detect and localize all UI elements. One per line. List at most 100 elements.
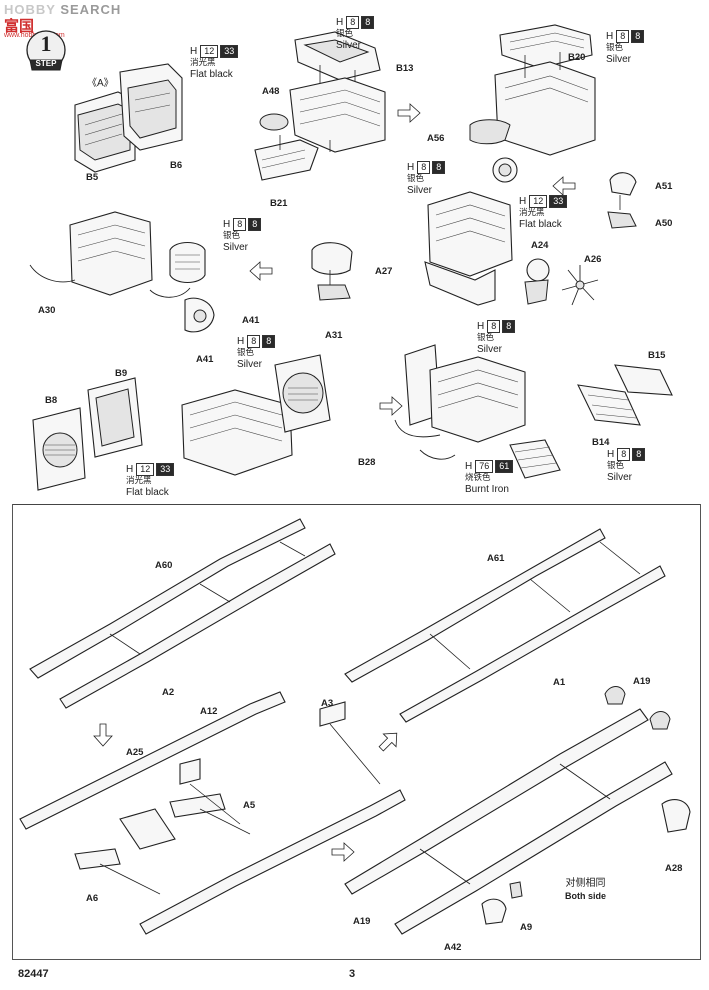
paint-code: 8: [247, 335, 261, 348]
paint-num: 8: [262, 335, 276, 348]
engine-assembly-illustrations: [29, 24, 673, 491]
part-label-a5: A5: [243, 800, 256, 811]
part-label-a12: A12: [200, 706, 218, 717]
paint-num: 33: [220, 45, 239, 58]
paint-en: Flat black: [190, 69, 233, 80]
bracket-a51-a50: [607, 172, 637, 229]
part-label-a48: A48: [262, 86, 280, 97]
chassis-assembled: [344, 686, 691, 935]
paint-code: 8: [417, 161, 431, 174]
paint-en: Silver: [407, 185, 433, 196]
both-side-note: 对侧相同 Both side: [565, 878, 606, 902]
engine-right-b20-group: [469, 24, 596, 183]
part-label-a50: A50: [655, 218, 673, 229]
paint-h: H: [519, 196, 527, 207]
paint-num: 8: [361, 16, 375, 29]
paint-code: 12: [136, 463, 155, 476]
part-label-b6: B6: [170, 160, 183, 171]
paint-num: 33: [549, 195, 568, 208]
engine-assembled-lower: [181, 354, 331, 476]
section-marker: 《A》: [87, 78, 114, 89]
engine-assembled-right: [394, 344, 561, 479]
part-label-a1: A1: [553, 677, 566, 688]
part-label-b13: B13: [396, 63, 414, 74]
paint-num: 61: [495, 460, 514, 473]
part-label-b14: B14: [592, 437, 610, 448]
part-label-b15: B15: [648, 350, 666, 361]
paint-en: Silver: [237, 359, 263, 370]
paint-num: 8: [502, 320, 516, 333]
part-label-a31: A31: [325, 330, 343, 341]
engine-center-a24-group: [424, 191, 599, 306]
chassis-illustrations: [19, 518, 691, 935]
frame-rails-a61-a1: [344, 528, 666, 723]
paint-cn: 消光黑: [126, 476, 152, 486]
paint-num: 8: [632, 448, 646, 461]
paint-code: 8: [616, 30, 630, 43]
frame-rails-a60-a2: [29, 518, 336, 709]
part-label-a9: A9: [520, 922, 533, 933]
part-label-a28: A28: [665, 863, 683, 874]
page-number: 3: [349, 968, 356, 980]
paint-code: 8: [487, 320, 501, 333]
paint-h: H: [477, 321, 485, 332]
part-label-b28: B28: [358, 457, 376, 468]
paint-h: H: [607, 449, 615, 460]
part-label-a19-lower: A19: [353, 916, 371, 927]
paint-code: 8: [233, 218, 247, 231]
part-label-a24: A24: [531, 240, 549, 251]
section-divider: [12, 504, 700, 505]
kit-number: 82447: [18, 968, 49, 980]
paint-h: H: [407, 162, 415, 173]
paint-en: Silver: [223, 242, 249, 253]
paint-en: Silver: [336, 40, 362, 51]
paint-code: 8: [346, 16, 360, 29]
paint-cn: 银色: [407, 174, 425, 184]
part-label-a3: A3: [321, 698, 334, 709]
paint-en: Silver: [606, 54, 632, 65]
paint-cn: 消光黑: [519, 208, 545, 218]
part-label-a26: A26: [584, 254, 602, 265]
paint-cn: 银色: [477, 333, 495, 343]
section-marker-label: A: [97, 78, 104, 89]
paint-en: Flat black: [519, 219, 562, 230]
step-label: STEP: [35, 59, 57, 68]
part-label-a41-lower: A41: [196, 354, 214, 365]
paint-h: H: [223, 219, 231, 230]
paint-en: Burnt Iron: [465, 484, 509, 495]
paint-cn: 银色: [237, 348, 255, 358]
paint-h: H: [190, 46, 198, 57]
both-side-en: Both side: [565, 891, 607, 901]
part-label-a6: A6: [86, 893, 99, 904]
part-label-a25: A25: [126, 747, 144, 758]
paint-h: H: [126, 464, 134, 475]
paint-h: H: [336, 17, 344, 28]
part-label-a27: A27: [375, 266, 393, 277]
paint-en: Silver: [607, 472, 633, 483]
paint-num: 8: [248, 218, 262, 231]
watermark-brand-right: SEARCH: [60, 2, 122, 17]
part-label-b5: B5: [86, 172, 99, 183]
part-a27-a31: [311, 242, 353, 301]
engine-block-halves: [74, 63, 183, 173]
watermark-brand: HOBBY SEARCH: [4, 2, 121, 17]
part-label-a30: A30: [38, 305, 56, 316]
paint-cn: 银色: [606, 43, 624, 53]
radiator-b9-b8: [32, 377, 143, 491]
part-label-a61: A61: [487, 553, 505, 564]
engine-left-a30-group: [29, 211, 215, 333]
part-label-a19-upper: A19: [633, 676, 651, 687]
step-badge: 1 STEP: [24, 30, 68, 74]
paint-cn: 银色: [607, 461, 625, 471]
step-badge-shape: [26, 30, 66, 71]
chassis-crossmembers: [19, 691, 406, 935]
paint-h: H: [237, 336, 245, 347]
